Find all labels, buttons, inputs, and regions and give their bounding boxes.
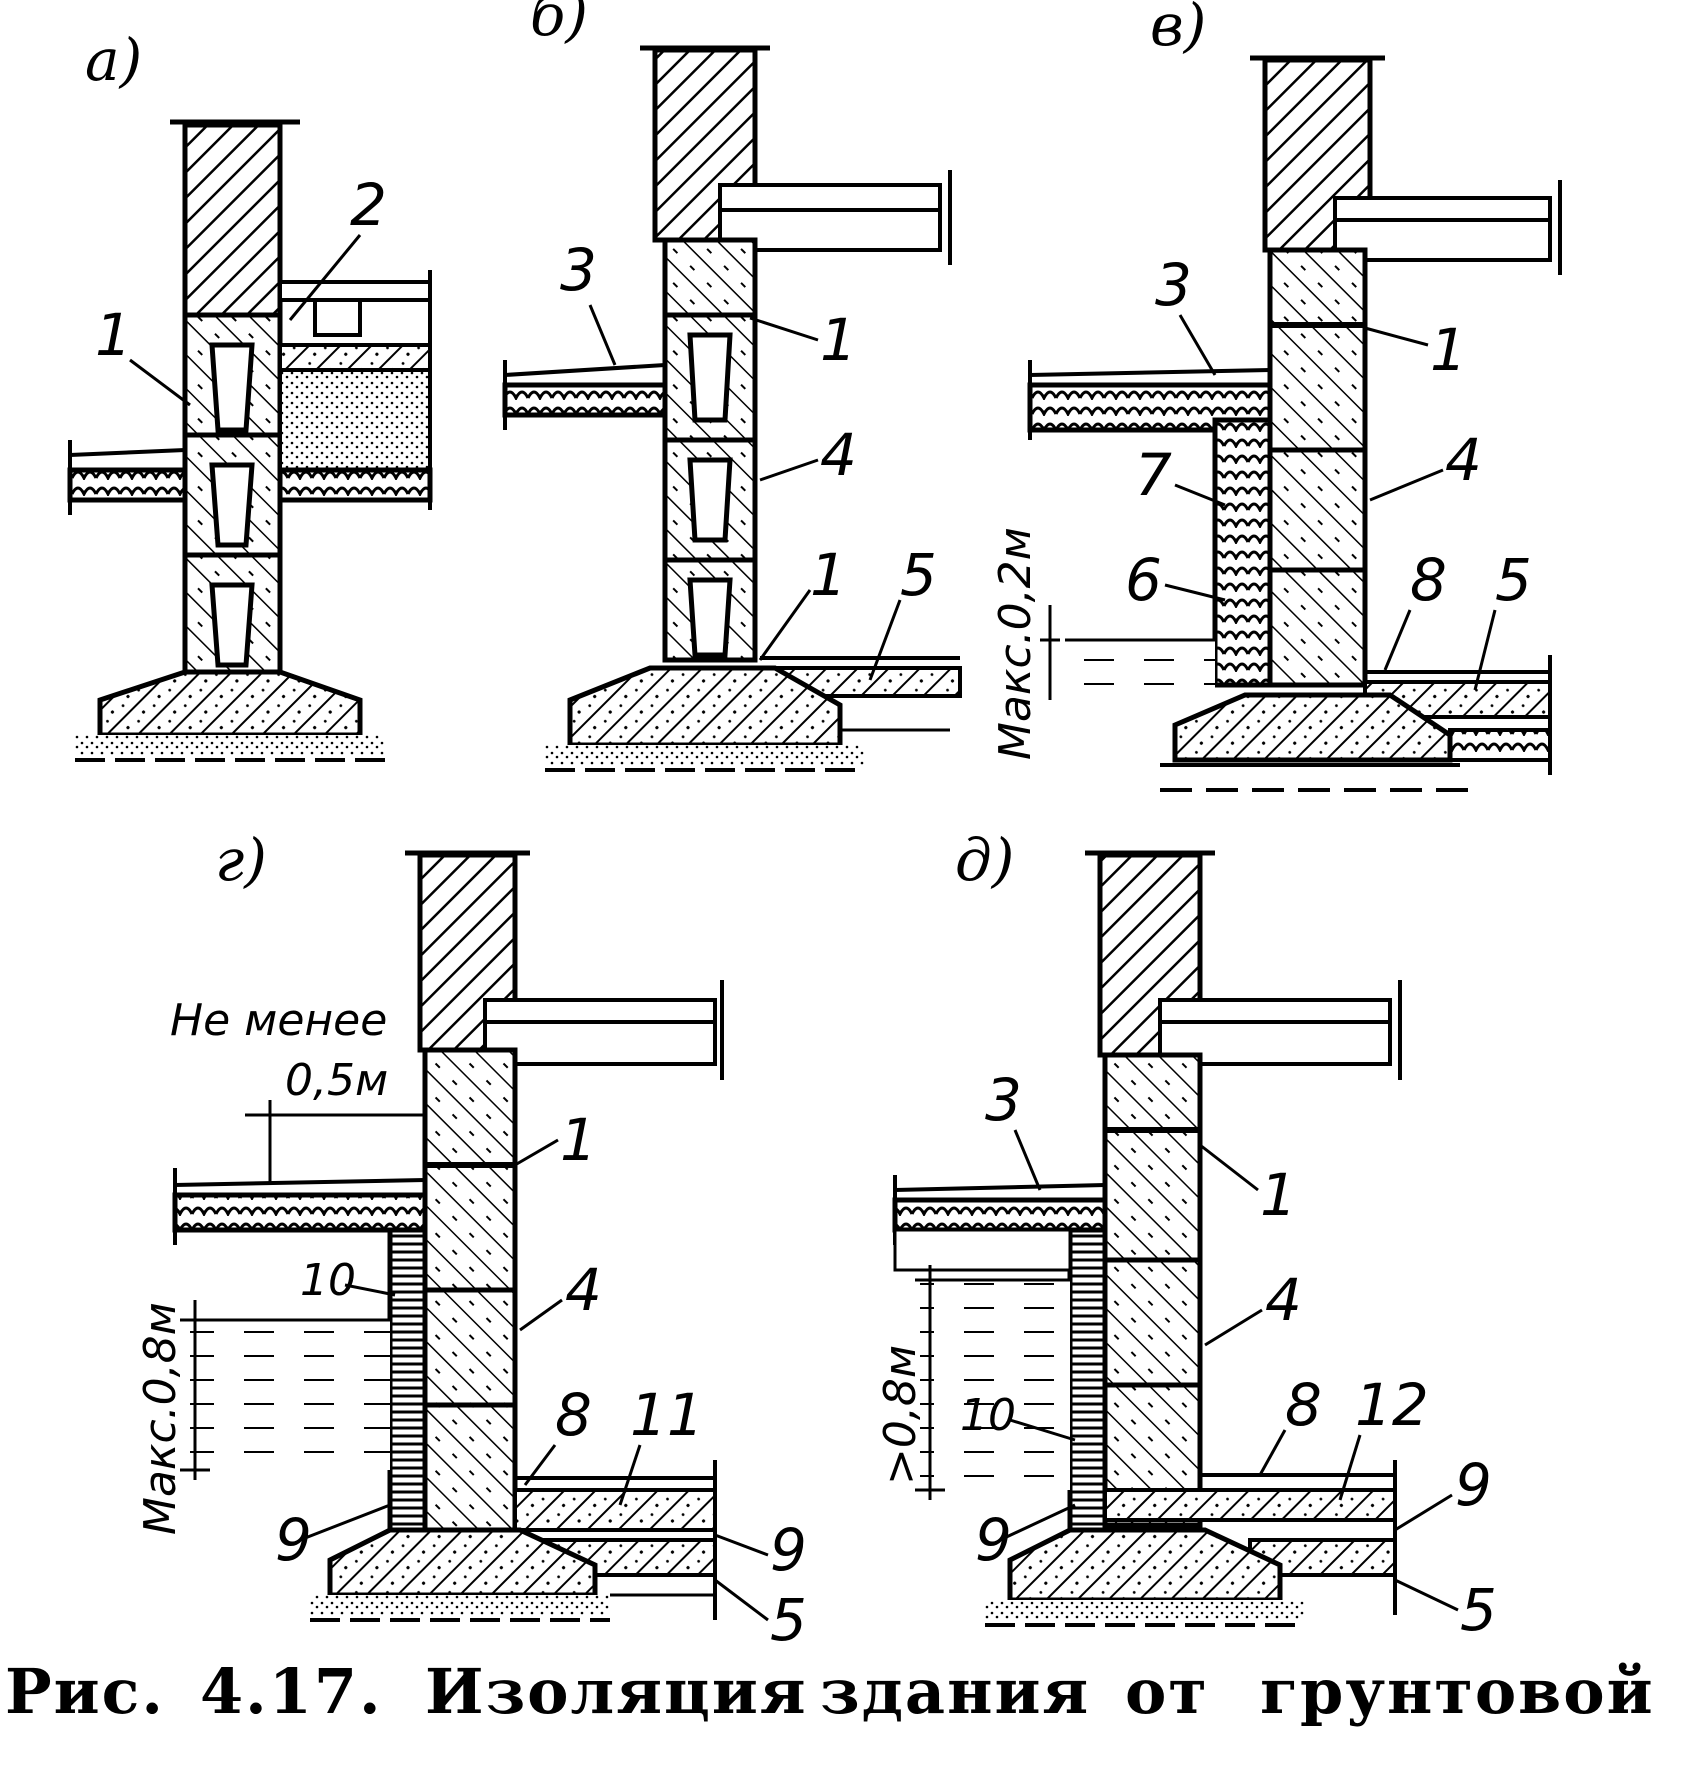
panel-g-callout-9-right: 9: [770, 1516, 807, 1584]
caption-prefix: Рис.: [5, 1655, 165, 1728]
panel-g: г) Не менее 0,5м Макс.0,8м: [135, 826, 807, 1654]
panel-v-callout-6: 6: [1125, 546, 1162, 614]
panel-v-callout-8: 8: [1410, 546, 1447, 614]
panel-g-callout-1: 1: [560, 1106, 597, 1174]
panel-d-callout-4: 4: [1265, 1266, 1302, 1334]
panel-a: а) 1 2: [67, 26, 433, 762]
panel-v-callout-1: 1: [1430, 316, 1467, 384]
panel-b: б) 3 1 4 1 5: [502, 0, 962, 772]
panel-b-label: б): [530, 0, 588, 49]
panel-d-callout-8: 8: [1285, 1371, 1322, 1439]
panel-d-callout-12: 12: [1355, 1371, 1429, 1439]
panel-d-dimension: >0,8м: [875, 1345, 926, 1485]
panel-a-upper-wall: [182, 122, 283, 318]
panel-g-callout-9-left: 9: [275, 1506, 312, 1574]
panel-v-callout-7: 7: [1135, 441, 1172, 509]
panel-a-callout-1: 1: [95, 301, 132, 369]
panel-g-callout-5: 5: [770, 1586, 807, 1654]
panel-d: д) >0,8м 10 3: [875, 826, 1497, 1644]
panel-g-callout-10: 10: [300, 1255, 356, 1306]
panel-g-callout-11: 11: [630, 1381, 704, 1449]
panel-v-callout-5: 5: [1495, 546, 1532, 614]
panel-b-callout-4: 4: [820, 421, 857, 489]
panel-d-callout-9-left: 9: [975, 1506, 1012, 1574]
panel-a-callout-2: 2: [350, 171, 387, 239]
caption-word4: грунтовой: [1260, 1655, 1655, 1728]
panel-v: в) Макс.0,2м 3 1 7: [990, 0, 1562, 792]
panel-b-callout-1-top: 1: [820, 306, 857, 374]
panel-d-callout-1: 1: [1260, 1161, 1297, 1229]
panel-g-callout-4: 4: [565, 1256, 602, 1324]
panel-d-callout-10: 10: [960, 1390, 1016, 1441]
caption-word2: здания: [820, 1655, 1091, 1728]
panel-g-note-line1: Не менее: [170, 995, 387, 1046]
panel-d-callout-3: 3: [985, 1066, 1022, 1134]
panel-v-label: в): [1150, 0, 1206, 59]
panel-b-callout-5: 5: [900, 541, 937, 609]
panel-b-callout-3: 3: [560, 236, 597, 304]
panel-v-block-wall: [1267, 247, 1368, 688]
panel-a-label: а): [85, 26, 142, 94]
caption-word1: Изоляция: [425, 1655, 808, 1728]
caption-number: 4.17.: [200, 1655, 383, 1728]
caption-word3: от: [1125, 1655, 1209, 1728]
panel-v-dimension: Макс.0,2м: [990, 527, 1041, 760]
panel-d-block-wall: [1102, 1052, 1203, 1528]
panel-g-note-line2: 0,5м: [285, 1055, 388, 1106]
panel-b-callout-1-bottom: 1: [810, 541, 847, 609]
panel-g-label: г): [215, 826, 267, 894]
panel-d-label: д): [955, 826, 1014, 894]
panel-g-dimension: Макс.0,8м: [135, 1302, 186, 1535]
panel-d-callout-9-right: 9: [1455, 1451, 1492, 1519]
panel-v-callout-4: 4: [1445, 426, 1482, 494]
panel-d-callout-5: 5: [1460, 1576, 1497, 1644]
panel-v-callout-3: 3: [1155, 251, 1192, 319]
figure-caption: Рис. 4.17. Изоляция здания от грунтовой: [0, 1655, 1686, 1765]
panel-g-callout-8: 8: [555, 1381, 592, 1449]
